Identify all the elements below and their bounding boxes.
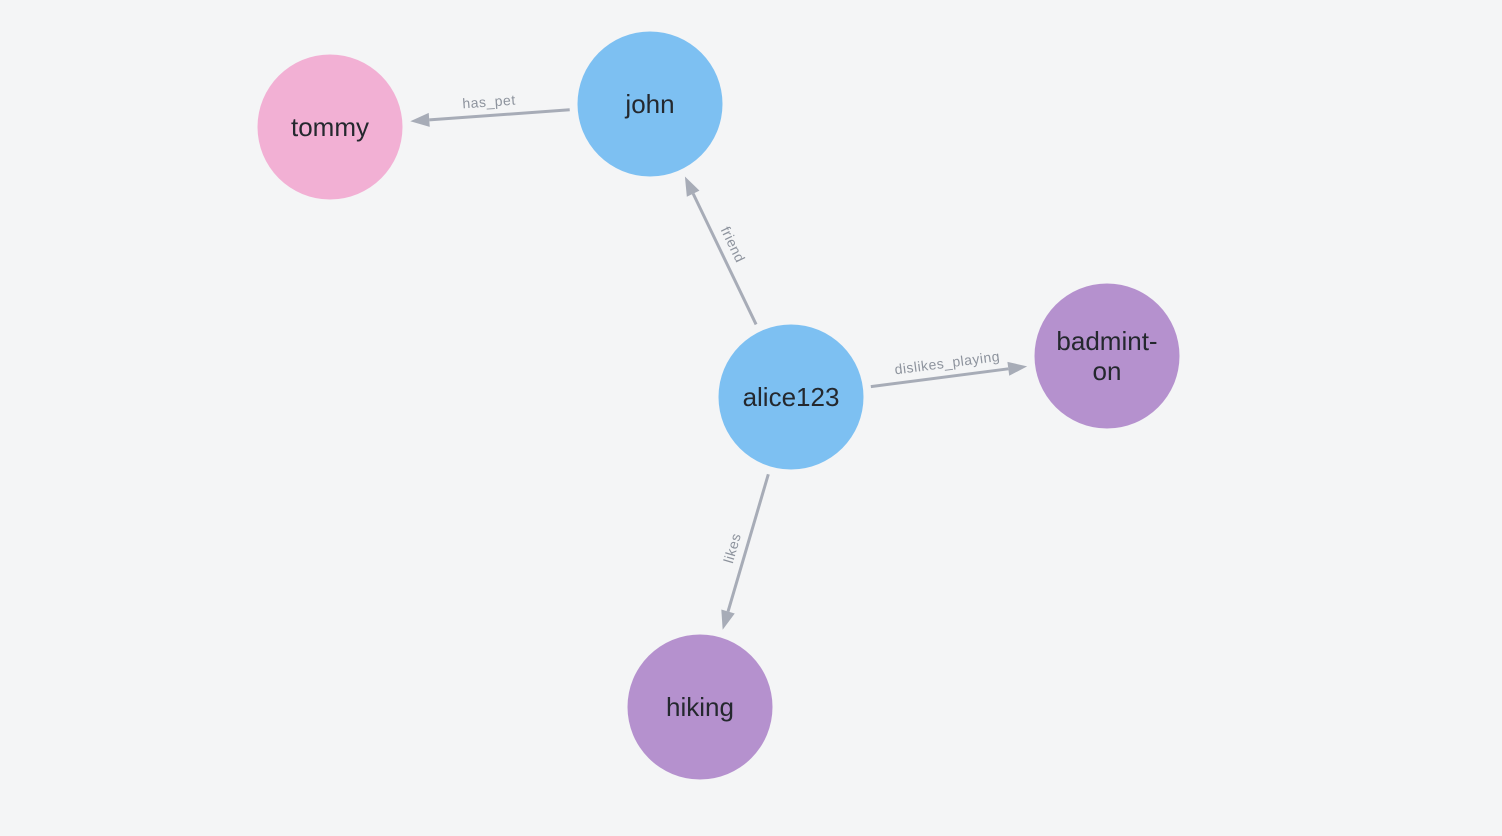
- node-label: alice123: [743, 382, 840, 412]
- node-circle: [257, 54, 403, 200]
- edge-has_pet[interactable]: has_pet: [410, 92, 570, 127]
- node-label: badmint-on: [1056, 326, 1157, 386]
- edge-line: [870, 367, 1009, 389]
- edge-label: has_pet: [462, 92, 516, 112]
- node-circle: [718, 324, 864, 470]
- node-label: tommy: [291, 112, 369, 142]
- node-label: john: [624, 89, 674, 119]
- node-circle: [1034, 283, 1180, 429]
- edge-arrowhead-icon: [410, 112, 430, 127]
- edge-arrowhead-icon: [721, 609, 735, 630]
- edge-arrowhead-icon: [1007, 361, 1028, 376]
- edge-arrowhead-icon: [684, 176, 700, 197]
- node-label: hiking: [666, 692, 734, 722]
- node-tommy[interactable]: tommy: [257, 54, 403, 200]
- edge-line: [429, 108, 570, 122]
- node-circle: [577, 31, 723, 177]
- edge-line: [691, 193, 758, 326]
- node-hiking[interactable]: hiking: [627, 634, 773, 780]
- node-john[interactable]: john: [577, 31, 723, 177]
- node-badminton[interactable]: badmint-on: [1034, 283, 1180, 429]
- node-alice123[interactable]: alice123: [718, 324, 864, 470]
- node-circle: [627, 634, 773, 780]
- edge-line: [726, 473, 770, 612]
